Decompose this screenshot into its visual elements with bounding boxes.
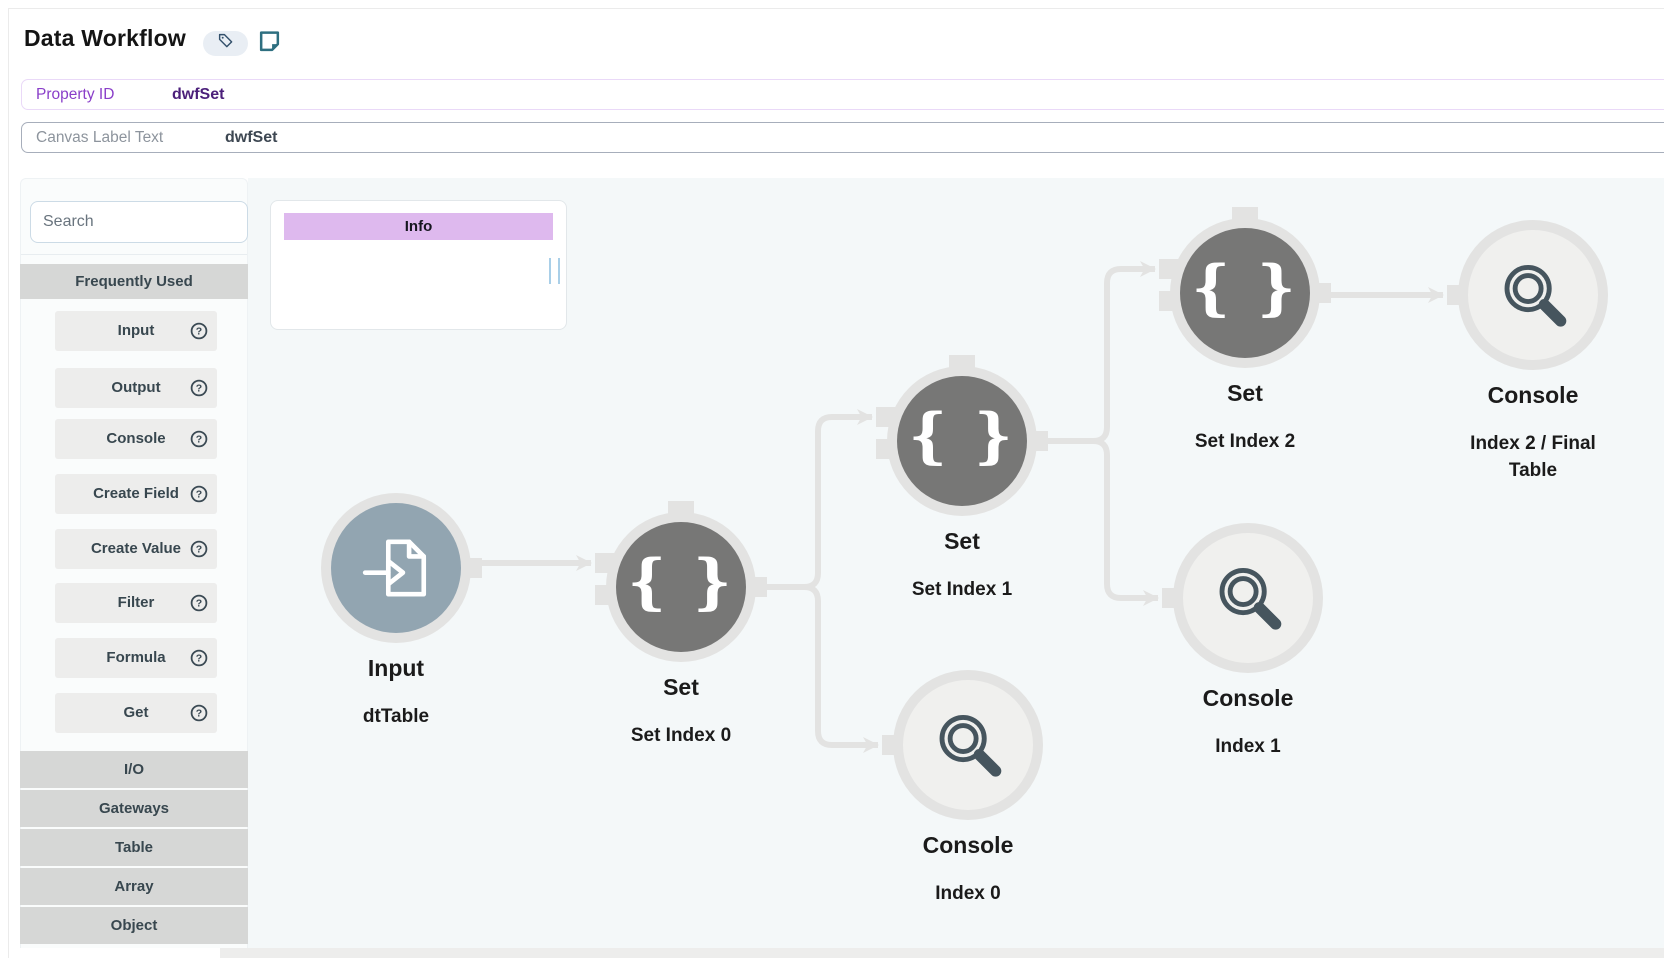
node-ring [1458,220,1608,370]
help-icon[interactable]: ? [190,379,208,397]
node-subtitle: Set Index 1 [911,579,1013,600]
bottom-strip [220,948,1664,958]
palette-item-input[interactable]: Input ? [55,311,217,351]
palette-item-filter[interactable]: Filter ? [55,583,217,623]
node-ring: { } [606,512,756,662]
flow-node-set0[interactable]: { } Set Set Index 0 [595,501,767,746]
svg-text:?: ? [196,708,202,720]
divider [21,254,247,255]
help-icon[interactable]: ? [190,704,208,722]
node-ring [893,670,1043,820]
node-subtitle: Index 0 [935,883,1001,904]
flow-node-set1[interactable]: { } Set Set Index 1 [876,355,1048,600]
node-subtitle: Index 1 [1215,736,1281,757]
svg-text:?: ? [196,383,202,395]
node-ring: { } [1170,218,1320,368]
note-icon [257,29,282,59]
palette-item-create-value[interactable]: Create Value ? [55,529,217,569]
palette-item-console[interactable]: Console ? [55,419,217,459]
info-panel[interactable]: Info [270,200,567,330]
help-icon[interactable]: ? [190,485,208,503]
node-title: Console [922,832,1014,858]
left-border [8,8,9,958]
node-ring: { } [887,366,1037,516]
svg-text:?: ? [196,598,202,610]
braces-icon: { } [616,522,746,652]
canvas-label-field[interactable]: Canvas Label Text dwfSet [21,122,1664,153]
palette-item-label: Output [111,379,161,396]
flow-node-console0[interactable]: Console Index 0 [882,670,1043,904]
svg-text:?: ? [196,434,202,446]
document-import-icon [331,503,461,633]
connection-wire-set1-set2 [1046,261,1156,444]
palette-item-output[interactable]: Output ? [55,368,217,408]
node-subtitle: dtTable [362,706,430,727]
node-title: Console [1487,382,1579,408]
svg-text:?: ? [196,544,202,556]
palette-item-create-field[interactable]: Create Field ? [55,474,217,514]
svg-text:?: ? [196,489,202,501]
page-title: Data Workflow [24,25,186,51]
resize-handle-icon[interactable] [549,258,560,284]
palette-item-label: Filter [117,594,155,611]
node-subtitle: Index 2 / Final Table [1470,433,1596,481]
note-button[interactable] [256,30,283,57]
connection-wire-set0-set1 [765,409,873,590]
flow-node-set2[interactable]: { } Set Set Index 2 [1159,207,1331,452]
node-title: Set [663,674,699,700]
property-id-label: Property ID [36,85,115,103]
palette-item-label: Console [106,430,166,447]
node-title: Set [1227,380,1263,406]
palette-item-label: Create Field [93,485,179,502]
canvas-label-label: Canvas Label Text [36,128,164,146]
node-title: Set [944,528,980,554]
svg-text:?: ? [196,326,202,338]
node-ring [321,493,471,643]
palette-category-table[interactable]: Table [20,829,248,866]
palette-item-get[interactable]: Get ? [55,693,217,733]
tag-button[interactable] [203,31,248,56]
help-icon[interactable]: ? [190,540,208,558]
help-icon[interactable]: ? [190,649,208,667]
palette-item-label: Create Value [90,540,182,557]
node-title: Console [1202,685,1294,711]
flow-node-console2[interactable]: Console Index 2 / Final Table [1447,220,1608,481]
node-subtitle: Set Index 2 [1194,431,1296,452]
palette-item-label: Formula [106,649,166,666]
node-palette-sidebar: Frequently Used Input ? Output ? Console… [20,178,248,948]
property-id-field[interactable]: Property ID dwfSet [21,79,1664,110]
magnifier-icon [1183,533,1313,663]
help-icon[interactable]: ? [190,322,208,340]
info-panel-title: Info [284,213,553,240]
palette-item-label: Input [117,322,155,339]
flow-node-input1[interactable]: Input dtTable [321,493,482,727]
node-title: Input [367,655,425,681]
canvas-label-value: dwfSet [225,128,278,146]
palette-item-label: Get [123,704,149,721]
palette-category-gateways[interactable]: Gateways [20,790,248,827]
magnifier-icon [1468,230,1598,360]
palette-category-array[interactable]: Array [20,868,248,905]
braces-icon: { } [1180,228,1310,358]
top-border [8,8,1664,9]
connection-wire-set1-console1 [1046,438,1159,606]
palette-category-io[interactable]: I/O [20,751,248,788]
section-frequently-used: Frequently Used [20,264,248,299]
braces-icon: { } [897,376,1027,506]
svg-text:?: ? [196,653,202,665]
help-icon[interactable]: ? [190,594,208,612]
connection-wire-set0-console0 [765,584,879,753]
tag-icon [217,32,235,55]
palette-item-formula[interactable]: Formula ? [55,638,217,678]
magnifier-icon [903,680,1033,810]
property-id-value: dwfSet [172,85,225,103]
palette-category-object[interactable]: Object [20,907,248,944]
help-icon[interactable]: ? [190,430,208,448]
flow-node-console1[interactable]: Console Index 1 [1162,523,1323,757]
node-ring [1173,523,1323,673]
search-input[interactable] [30,201,248,243]
connection-layer [480,261,1444,753]
node-subtitle: Set Index 0 [630,725,732,746]
